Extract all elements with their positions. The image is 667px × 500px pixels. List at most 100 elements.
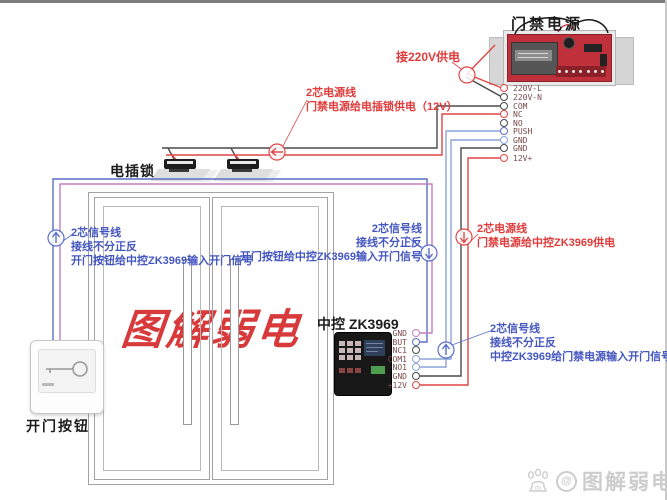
- zk-key: [347, 341, 353, 346]
- zk-screen-line: [366, 347, 383, 348]
- psu-title: 门禁电源: [511, 16, 584, 33]
- terminal-label: +12V: [387, 380, 407, 390]
- annotation-line: 门禁电源给电插锁供电（12V）: [306, 101, 458, 113]
- terminal-dot: [412, 381, 420, 389]
- terminal-label: PUSH: [513, 126, 533, 136]
- terminal-label: GND: [513, 143, 528, 153]
- zk-key: [339, 368, 345, 373]
- arrow-down-icon: [424, 248, 434, 260]
- zk-key: [355, 368, 361, 373]
- zk-ok-key: [371, 366, 385, 374]
- junction-button-mid: [420, 244, 438, 262]
- psu-label-line: [518, 53, 548, 54]
- terminal-dot: [500, 144, 508, 152]
- zk-screen-line: [366, 351, 378, 352]
- lock-foot: [169, 169, 189, 172]
- terminal-label: GND: [513, 135, 528, 145]
- zk-terminal-row: GND: [358, 371, 420, 381]
- zk-screen-line: [366, 343, 383, 344]
- junction-zk-power: [455, 228, 473, 246]
- junction-220v: [458, 66, 476, 84]
- zk-key: [339, 341, 345, 346]
- lock-label: 电插锁: [110, 163, 155, 179]
- door-handle-right: [230, 259, 239, 425]
- annotation-line: 接线不分正反: [490, 337, 556, 349]
- junction-lock-power: [268, 143, 286, 161]
- terminal-label: 220V-N: [513, 92, 542, 102]
- psu-ic: [600, 54, 607, 66]
- arrow-left-icon: [270, 147, 283, 157]
- terminal-label: COM: [513, 101, 528, 111]
- zk-key: [355, 355, 361, 360]
- terminal-dot: [500, 110, 508, 118]
- terminal-label: NO1: [392, 362, 407, 372]
- annotation-button-signal-mid: 2芯信号线 接线不分正反 开门按钮给中控ZK3969输入开门信号: [238, 222, 422, 264]
- zk-key: [355, 348, 361, 353]
- arrow-up-icon: [51, 231, 61, 243]
- right-border: [665, 0, 667, 500]
- terminal-label: NC1: [392, 345, 407, 355]
- at-circle-icon: @: [556, 470, 577, 492]
- zk-terminal-row: COM1: [358, 354, 420, 364]
- psu-capacitor: [563, 37, 575, 49]
- terminal-dot: [412, 363, 420, 371]
- zk-key: [339, 355, 345, 360]
- lock-foot: [232, 169, 252, 172]
- annotation-line: 2芯信号线: [71, 227, 122, 239]
- annotation-line: 接线不分正反: [356, 237, 422, 249]
- door-handle-left: [183, 259, 192, 425]
- terminal-dot: [412, 329, 420, 337]
- annotation-mains: 接220V供电: [396, 50, 461, 64]
- zk-key: [347, 355, 353, 360]
- zk-key: [347, 348, 353, 353]
- paw-du-text: du: [535, 486, 542, 492]
- psu-label-line: [518, 57, 548, 58]
- psu-terminal-row: 12V+: [500, 153, 532, 163]
- terminal-label: 220V-L: [513, 83, 542, 93]
- annotation-line: 开门按钮给中控ZK3969输入开门信号: [239, 251, 422, 263]
- corner-watermark: du @ 图解弱电: [525, 466, 667, 496]
- psu-ic: [584, 44, 602, 52]
- pointer-line: [451, 330, 491, 346]
- terminal-dot: [500, 93, 508, 101]
- wire-nc-to-lock: [166, 113, 502, 156]
- zk-key: [347, 368, 353, 373]
- annotation-line: 2芯信号线: [371, 223, 422, 235]
- zk3969-title: 中控 ZK3969: [317, 316, 399, 332]
- terminal-label: NC: [513, 109, 523, 119]
- terminal-dot: [500, 127, 508, 135]
- zk3969-screen: [364, 340, 385, 356]
- terminal-dot: [412, 372, 420, 380]
- annotation-line: 接线不分正反: [71, 241, 137, 253]
- zk-terminal-row: NO1: [358, 362, 420, 372]
- annotation-zk-power: 2芯电源线 门禁电源给中控ZK3969供电: [477, 222, 615, 250]
- paw-icon: du: [527, 468, 549, 492]
- arrow-down-icon: [459, 232, 469, 244]
- terminal-label: NO: [513, 118, 523, 128]
- key-icon: [46, 361, 88, 377]
- terminal-dot: [500, 154, 508, 162]
- annotation-line: 中控ZK3969给门禁电源输入开门信号: [490, 351, 667, 363]
- annotation-line: 开门按钮给中控ZK3969输入开门信号: [71, 255, 254, 267]
- electric-bolt-lock-right: [227, 159, 259, 169]
- annotation-lock-power: 2芯电源线 门禁电源给电插锁供电（12V）: [306, 86, 458, 114]
- arrow-up-icon: [441, 343, 451, 355]
- psu-terminal-row: GND: [500, 143, 527, 153]
- terminal-dot: [412, 355, 420, 363]
- zk-terminal-row: NC1: [358, 345, 420, 355]
- zk-terminal-row: +12V: [358, 380, 420, 390]
- zk-key: [339, 348, 345, 353]
- terminal-dot: [412, 346, 420, 354]
- exit-button-text-mark: [42, 383, 54, 386]
- annotation-line: 门禁电源给中控ZK3969供电: [477, 237, 616, 249]
- top-border: [0, 0, 667, 3]
- annotation-line: 2芯电源线: [306, 87, 357, 99]
- junction-button-left: [47, 229, 65, 247]
- terminal-label: COM1: [387, 354, 407, 364]
- annotation-line: 2芯电源线: [477, 223, 528, 235]
- terminal-label: 12V+: [513, 153, 533, 163]
- psu-terminal-strip: [556, 66, 606, 77]
- lock-stripe: [230, 161, 256, 164]
- annotation-zk-signal: 2芯信号线 接线不分正反 中控ZK3969给门禁电源输入开门信号: [490, 322, 667, 364]
